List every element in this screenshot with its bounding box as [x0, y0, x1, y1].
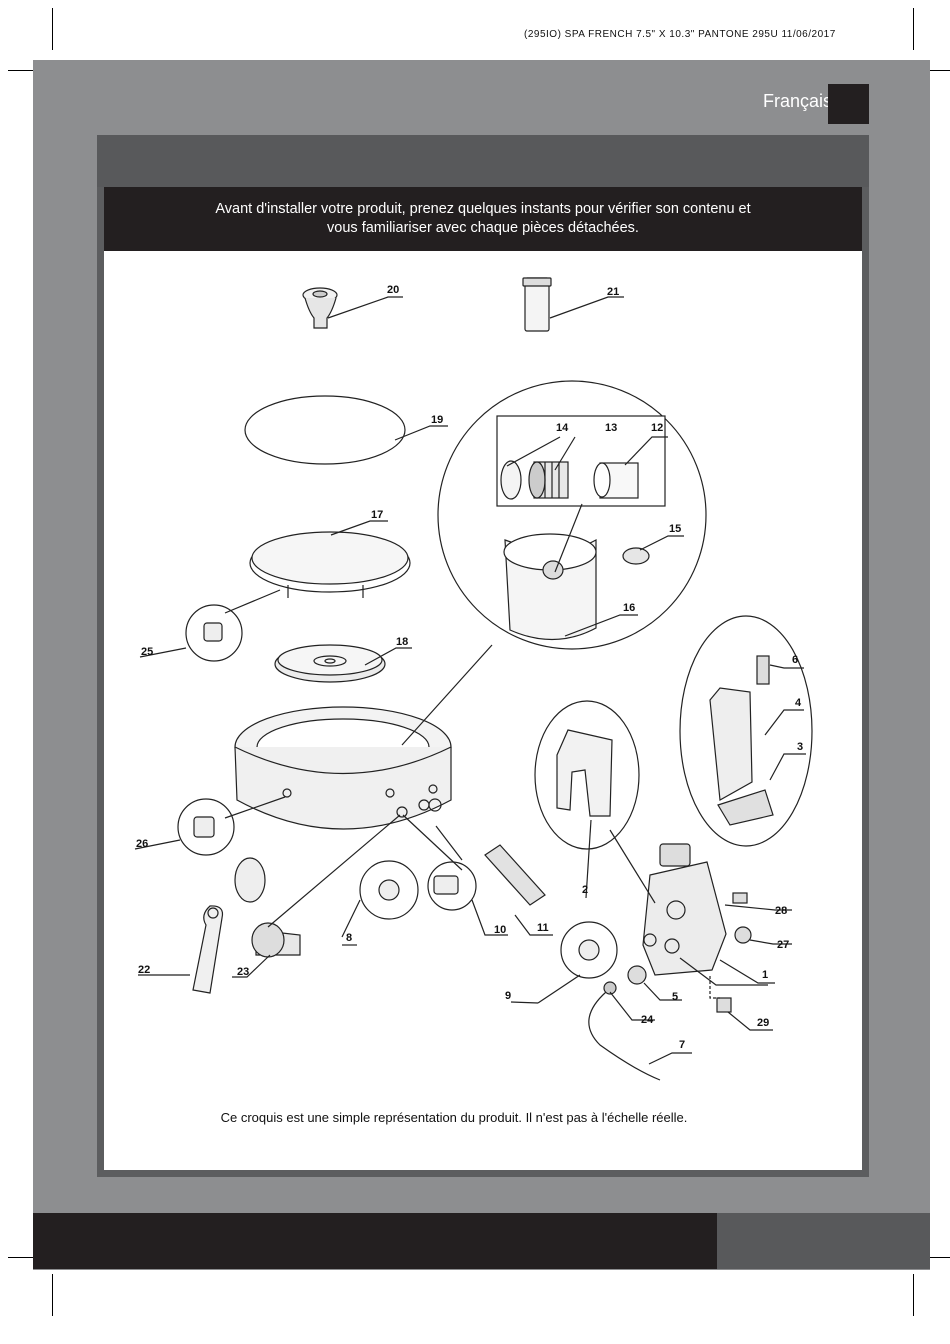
- part-hose: [588, 965, 661, 1081]
- part-gasket-9: [560, 921, 618, 979]
- crop-mark: [8, 70, 42, 71]
- magnifier-valve-clip: [177, 798, 235, 856]
- part-ground-pad: [274, 644, 386, 683]
- title-bar: Avant d'installer votre produit, prenez …: [104, 187, 862, 251]
- footer-bar: [33, 1213, 717, 1269]
- parts-diagram: 20 21 19 14 13 12 17 15 16 18 25 6 4 3 2…: [134, 277, 813, 1081]
- label-part-26: 26: [136, 838, 148, 850]
- label-part-28: 28: [775, 905, 787, 917]
- label-part-1: 1: [762, 969, 768, 981]
- part-inflatable-lid: [249, 531, 411, 598]
- title-line-1: Avant d'installer votre produit, prenez …: [215, 201, 751, 217]
- part-air-valve: [234, 857, 301, 958]
- label-part-17: 17: [371, 509, 383, 521]
- label-part-24: 24: [641, 1014, 654, 1026]
- label-part-11: 11: [537, 922, 549, 934]
- part-cartridge: [522, 277, 552, 332]
- part-gasket-8: [359, 860, 419, 920]
- label-part-22: 22: [138, 964, 150, 976]
- label-part-10: 10: [494, 924, 506, 936]
- crop-mark: [52, 1274, 53, 1316]
- part-spa-body: [234, 644, 493, 830]
- part-pump: [642, 843, 727, 976]
- label-part-3: 3: [797, 741, 803, 753]
- label-part-19: 19: [431, 414, 443, 426]
- part-valve-27: [734, 926, 752, 944]
- part-elbow-29: [716, 997, 732, 1013]
- part-fitting-28: [732, 892, 748, 904]
- header-band: [97, 135, 869, 187]
- crop-mark: [918, 1257, 950, 1258]
- footer-tab: [717, 1213, 930, 1269]
- language-label: Français: [762, 91, 832, 111]
- label-part-6: 6: [792, 654, 798, 666]
- part-jet-nozzle: [302, 287, 338, 329]
- label-part-13: 13: [605, 422, 617, 434]
- crop-mark: [913, 1274, 914, 1316]
- disclaimer-note: Ce croquis est une simple représentation…: [220, 1110, 688, 1125]
- label-part-12: 12: [651, 422, 663, 434]
- label-part-9: 9: [505, 990, 511, 1002]
- label-part-15: 15: [669, 523, 681, 535]
- language-tab: [828, 84, 869, 124]
- crop-mark: [918, 70, 950, 71]
- label-part-18: 18: [396, 636, 408, 648]
- label-part-20: 20: [387, 284, 399, 296]
- label-part-21: 21: [607, 286, 619, 298]
- label-part-4: 4: [795, 697, 802, 709]
- label-part-23: 23: [237, 966, 249, 978]
- title-line-2: vous familiariser avec chaque pièces dét…: [327, 220, 639, 236]
- label-part-25: 25: [141, 646, 153, 658]
- label-part-2: 2: [582, 884, 588, 896]
- crop-mark: [8, 1257, 42, 1258]
- print-info: (295IO) SPA FRENCH 7.5" X 10.3" PANTONE …: [524, 29, 836, 40]
- part-wrench: [192, 905, 224, 994]
- part-plug-10: [427, 861, 477, 911]
- label-part-29: 29: [757, 1017, 769, 1029]
- magnifier-clip: [185, 604, 243, 662]
- crop-mark: [52, 8, 53, 50]
- magnifier-pump-handle: [679, 615, 813, 847]
- magnifier-pump-cover: [534, 700, 640, 850]
- label-part-27: 27: [777, 939, 789, 951]
- label-part-16: 16: [623, 602, 635, 614]
- label-part-8: 8: [346, 932, 352, 944]
- part-cover: [244, 395, 406, 465]
- magnifier-filter: [437, 380, 707, 650]
- label-part-14: 14: [556, 422, 569, 434]
- part-strainer: [484, 844, 546, 906]
- label-part-7: 7: [679, 1039, 685, 1051]
- crop-mark: [913, 8, 914, 50]
- label-part-5: 5: [672, 991, 678, 1003]
